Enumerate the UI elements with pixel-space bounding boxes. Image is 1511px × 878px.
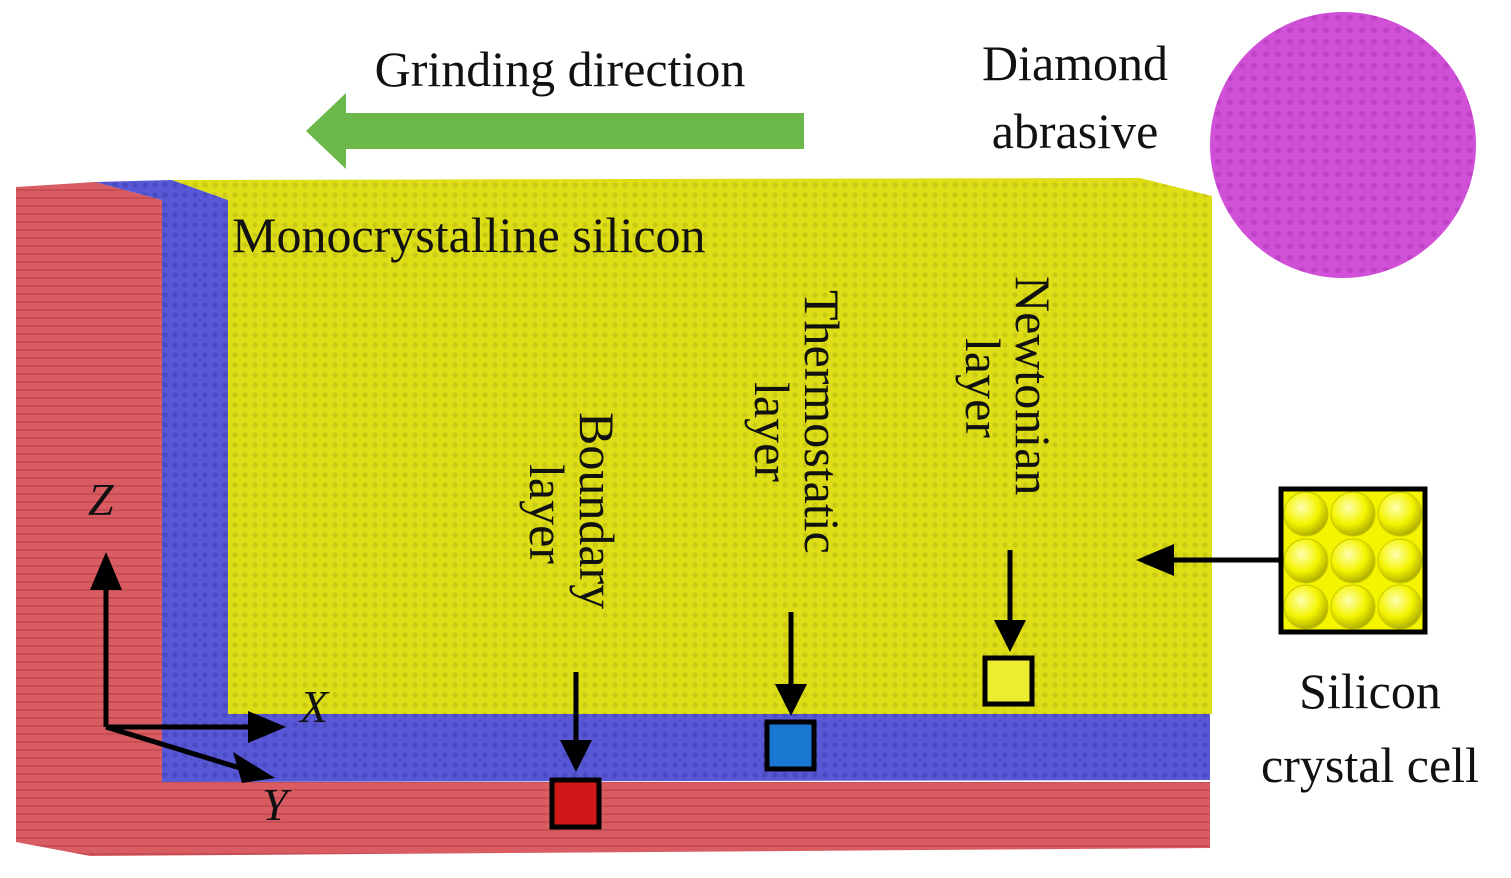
z-axis-label: Z [88, 474, 114, 525]
y-axis-label: Y [262, 779, 292, 830]
silicon-workpiece [16, 178, 1212, 856]
boundary-layer-region [16, 182, 1210, 856]
silicon-crystal-cell [1278, 486, 1428, 635]
thermostatic-layer-region [95, 180, 1210, 782]
boundary-pointer [560, 672, 592, 772]
thermostatic-label-line1: Thermostatic [794, 290, 850, 554]
newtonian-label-line1: Newtonian [1005, 276, 1061, 495]
thermostatic-pointer [775, 612, 807, 716]
newtonian-layer-region [172, 178, 1212, 714]
silicon-crystal-cell-label-line2: crystal cell [1261, 737, 1479, 793]
monocrystalline-silicon-label: Monocrystalline silicon [232, 207, 706, 263]
grinding-direction-label: Grinding direction [375, 41, 746, 97]
boundary-marker [549, 777, 602, 830]
thermostatic-label-line2: layer [744, 382, 800, 482]
newtonian-label-line2: layer [955, 338, 1011, 438]
grinding-direction-arrow [306, 93, 804, 169]
newtonian-pointer [994, 550, 1026, 652]
boundary-label-line2: layer [519, 464, 575, 564]
thermostatic-marker [764, 719, 817, 772]
silicon-crystal-cell-label-line1: Silicon [1299, 663, 1441, 719]
x-axis-label: X [298, 681, 330, 732]
diamond-abrasive-sphere [1210, 12, 1476, 278]
coordinate-axes [90, 552, 286, 783]
diamond-abrasive-label-line2: abrasive [992, 103, 1159, 159]
boundary-label-line1: Boundary [569, 412, 625, 609]
diamond-abrasive-label-line1: Diamond [982, 35, 1168, 91]
newtonian-marker [982, 655, 1035, 707]
cell-pointer-arrow [1136, 544, 1280, 576]
